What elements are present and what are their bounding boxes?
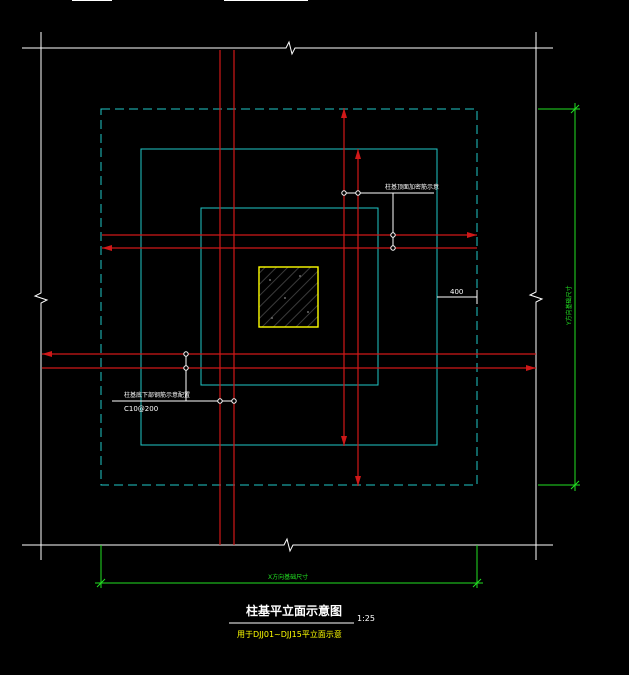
y-dim-text: Y方向基础尺寸	[565, 285, 573, 326]
offset-dimension	[437, 290, 478, 304]
upper-rebar-leader	[341, 190, 434, 251]
right-break-line	[528, 32, 544, 560]
top-break-line	[22, 40, 553, 56]
column-hatch	[258, 266, 319, 328]
x-dim-text: X方向基础尺寸	[268, 573, 308, 581]
offset-dim-text: 400	[450, 288, 463, 296]
drawing-title: 柱基平立面示意图	[246, 603, 342, 618]
rebar-lines	[42, 50, 536, 545]
column-section	[258, 266, 319, 328]
lower-rebar-note: 柱基底下部钢筋示意配置	[124, 391, 190, 399]
lower-rebar-spec: C10@200	[124, 405, 158, 413]
lower-rebar-leader	[112, 351, 237, 404]
bottom-break-line	[22, 537, 553, 553]
outer-boundary	[22, 32, 553, 560]
foundation-inner-step	[200, 207, 379, 386]
rebar-arrowheads	[42, 108, 536, 486]
x-dimension	[95, 545, 483, 588]
drawing-scale: 1:25	[357, 614, 375, 623]
y-dimension	[538, 103, 580, 491]
left-break-line	[33, 32, 49, 560]
upper-rebar-note: 柱基顶面加密筋示意	[385, 183, 439, 191]
drawing-subtitle: 用于DJJ01~DJJ15平立面示意	[237, 629, 342, 639]
